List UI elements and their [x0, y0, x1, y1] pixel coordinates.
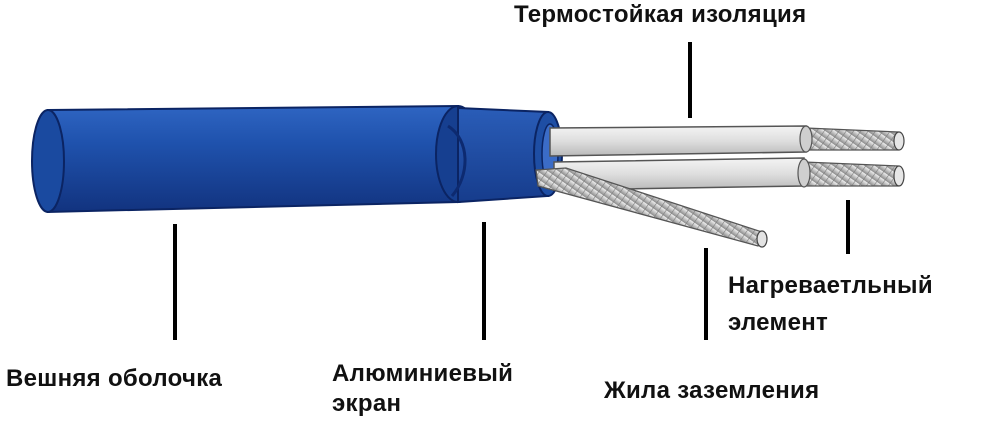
- outer-sheath: [31, 104, 481, 214]
- upper-core: [549, 125, 905, 157]
- leader-lines: [173, 42, 850, 340]
- label-ground-wire: Жила заземления: [604, 377, 820, 404]
- label-outer-sheath: Вешняя оболочка: [6, 365, 223, 392]
- ground-wire: [535, 167, 768, 248]
- lower-core: [553, 157, 905, 191]
- label-heating-element: Нагреваетльный элемент: [728, 272, 933, 336]
- label-insulation: Термостойкая изоляция: [514, 1, 807, 28]
- label-aluminum-screen: Алюминиевый экран: [332, 360, 514, 417]
